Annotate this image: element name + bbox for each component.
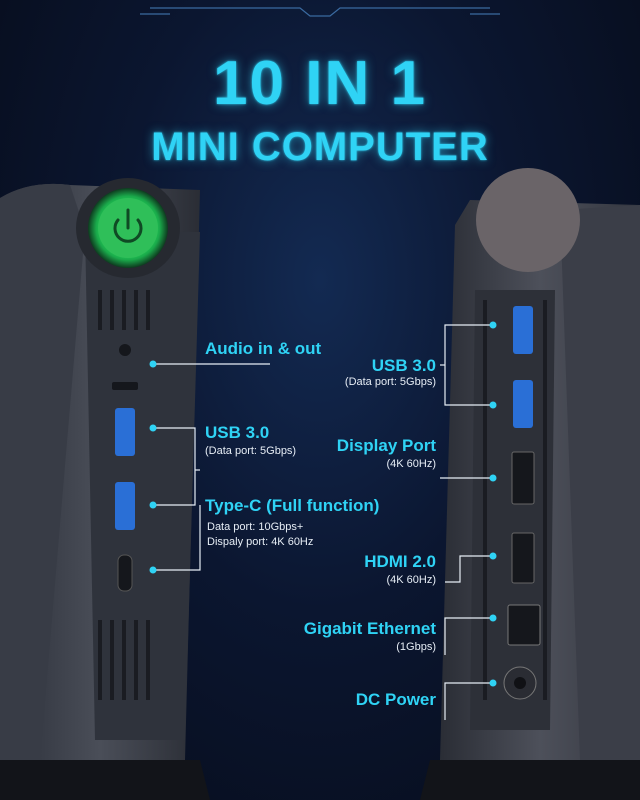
right-stand [420,760,640,800]
detail-typec-data: Data port: 10Gbps+ [207,521,304,533]
left-device [0,178,200,761]
label-ethernet: Gigabit Ethernet [303,619,436,638]
label-audio: Audio in & out [205,339,322,358]
detail-display-port: (4K 60Hz) [386,458,436,470]
detail-ethernet: (1Gbps) [396,641,436,653]
right-device [440,168,640,760]
label-hdmi: HDMI 2.0 [364,552,436,571]
detail-usb-right: (Data port: 5Gbps) [344,376,436,388]
label-usb-right: USB 3.0 [371,356,436,375]
label-dc-power: DC Power [355,690,436,709]
label-typec: Type-C (Full function) [205,496,380,515]
label-usb-left: USB 3.0 [205,423,270,442]
callout-dots [149,321,497,687]
label-display-port: Display Port [336,436,436,455]
left-stand [0,760,210,800]
detail-typec-display: Dispaly port: 4K 60Hz [207,536,314,548]
headline-main: 10 IN 1 [213,49,427,118]
detail-usb-left: (Data port: 5Gbps) [205,445,297,457]
headline-sub: MINI COMPUTER [151,125,489,169]
top-decoration [140,7,500,17]
callout-lines [153,324,493,720]
detail-hdmi: (4K 60Hz) [386,574,436,586]
power-icon [113,208,143,243]
